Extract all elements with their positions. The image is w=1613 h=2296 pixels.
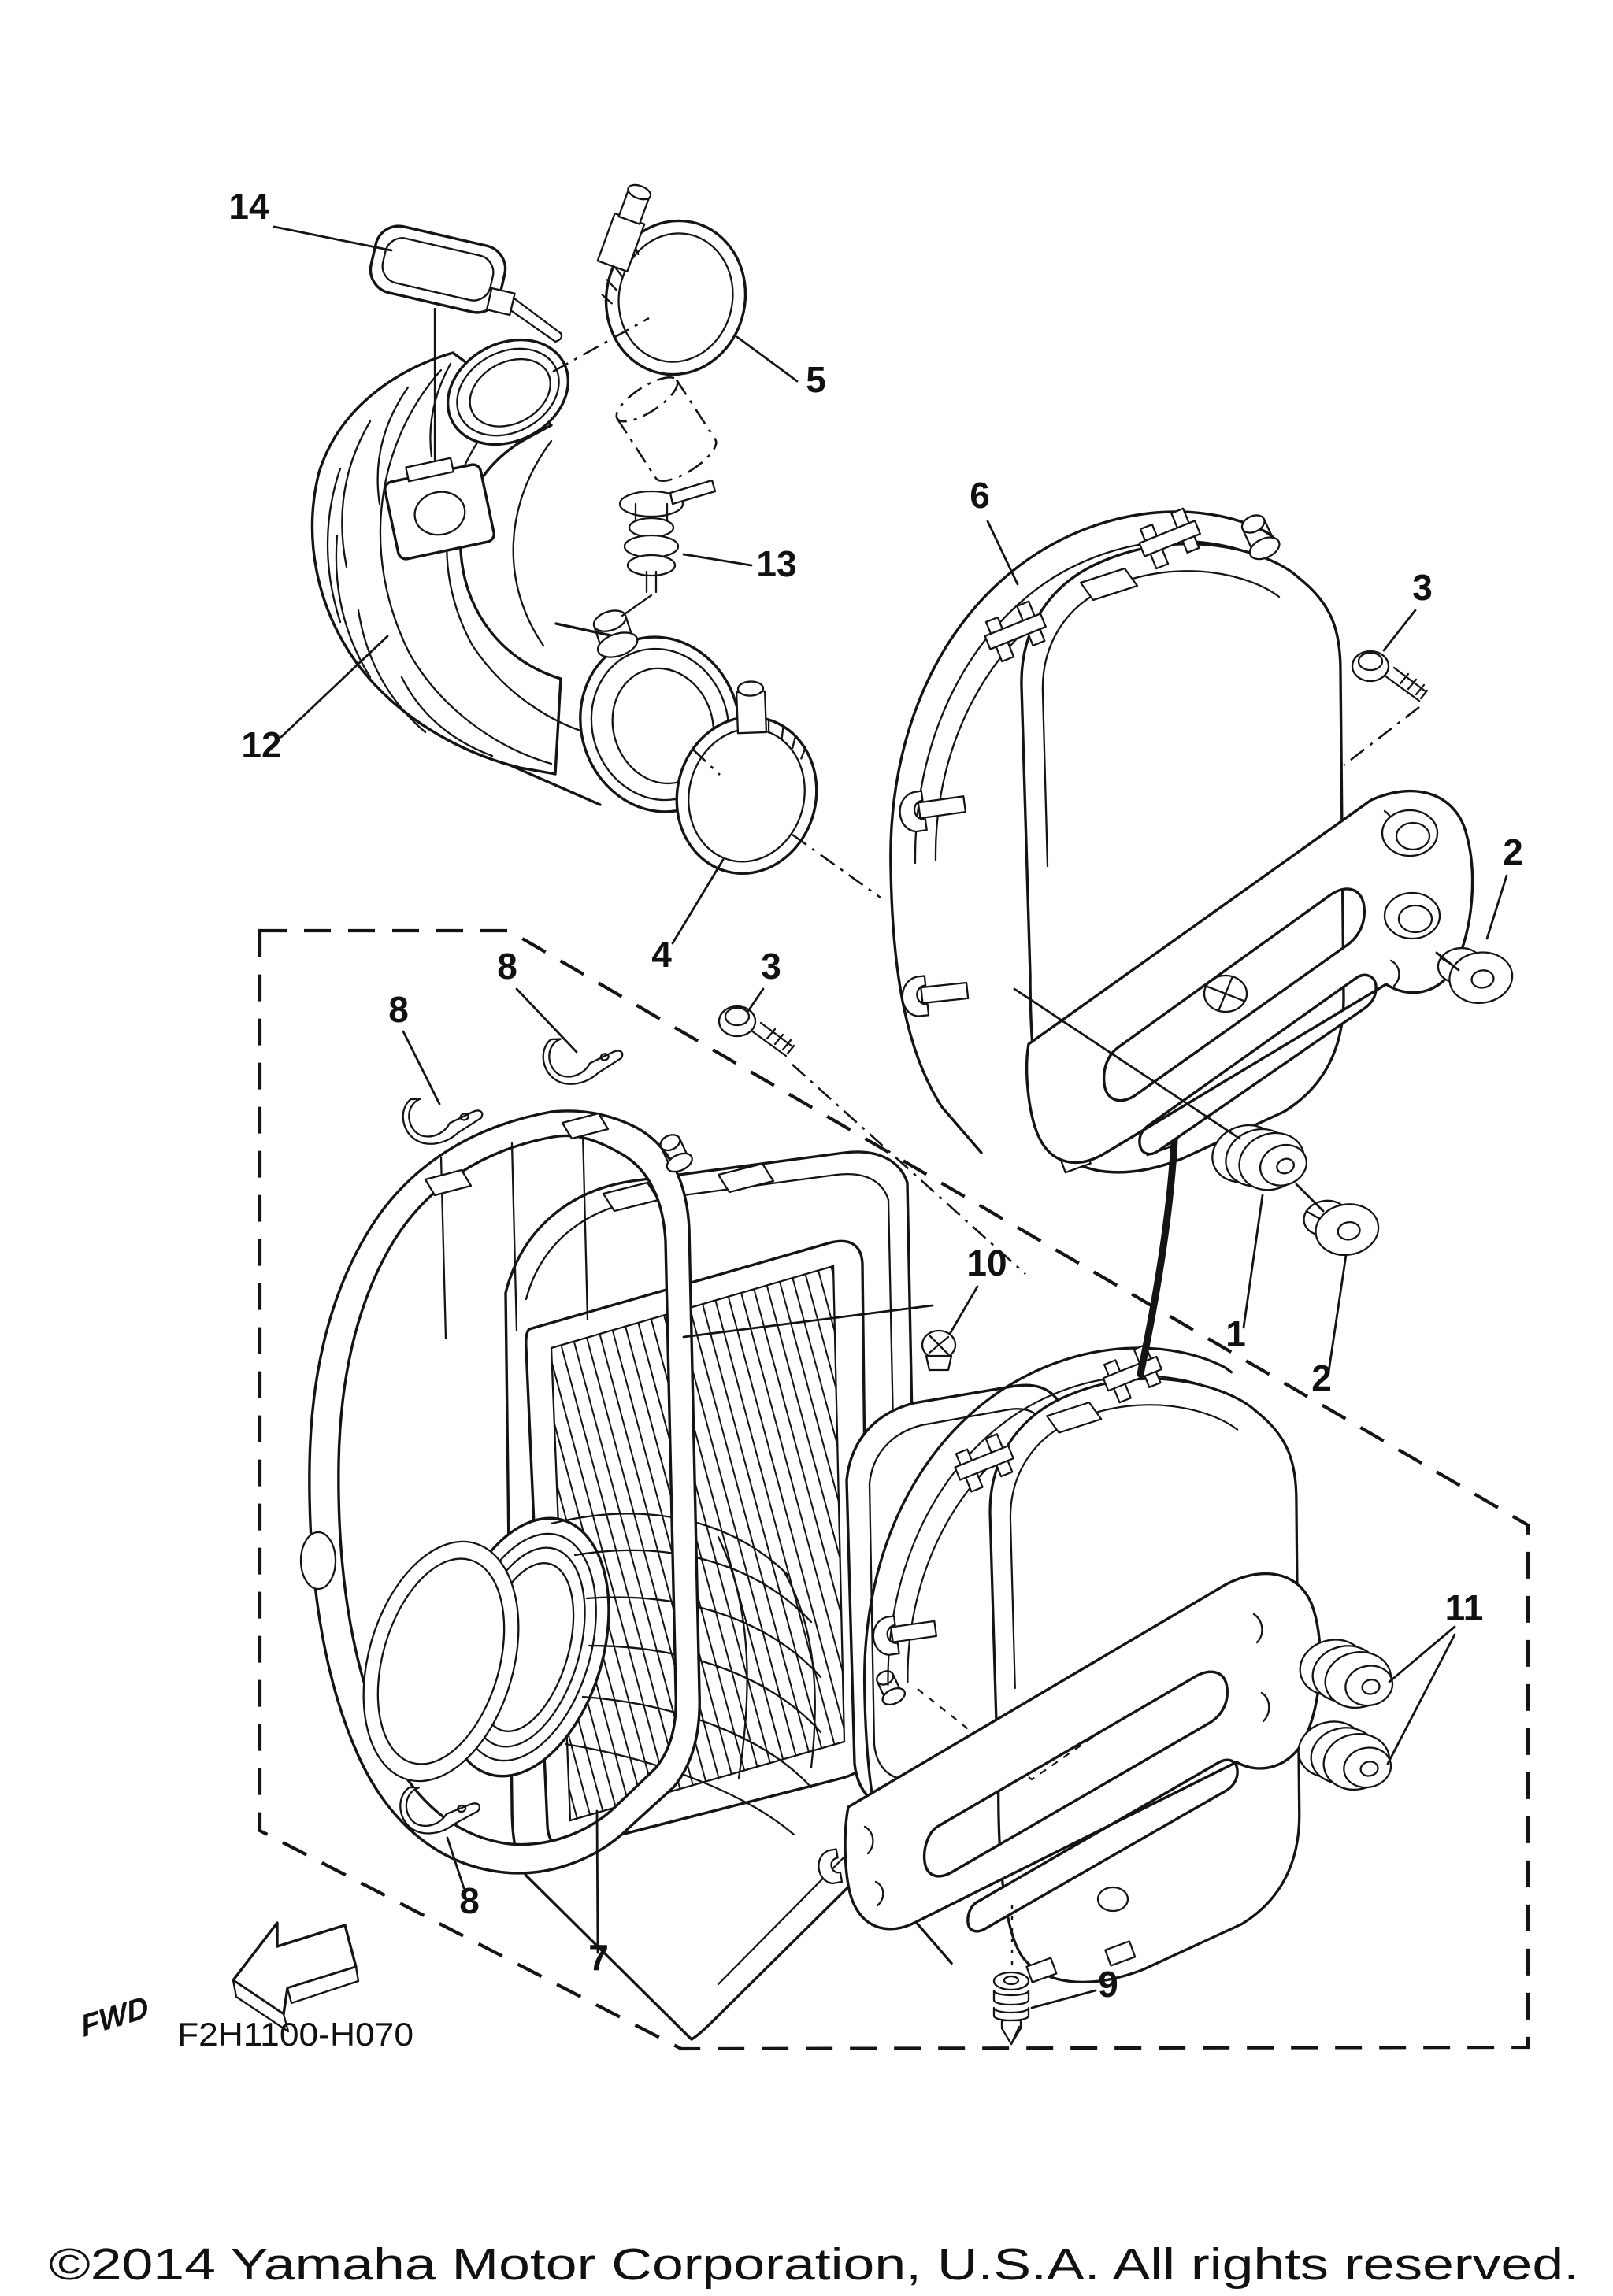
washer-upper-right bbox=[1434, 940, 1517, 1009]
callout-4-hose-clamp-lower: 4 bbox=[651, 934, 672, 975]
callout-9-drain-screw: 9 bbox=[1098, 1964, 1118, 2005]
copyright-text: ©2014 Yamaha Motor Corporation, U.S.A. A… bbox=[49, 2239, 1579, 2290]
callout-8-clip-top-left: 8 bbox=[388, 989, 409, 1030]
air-cleaner-cover bbox=[299, 1109, 701, 1875]
fwd-label: FWD bbox=[78, 1990, 151, 2044]
clip-bottom bbox=[399, 1786, 480, 1835]
callout-2-washer-lower: 2 bbox=[1311, 1357, 1332, 1398]
callout-14-band-tie: 14 bbox=[228, 186, 269, 227]
diagram-code: F2H1100-H070 bbox=[177, 2016, 413, 2053]
callout-5-hose-clamp-upper: 5 bbox=[806, 359, 826, 400]
clip-top-right bbox=[542, 1038, 624, 1085]
dashed-boundary bbox=[258, 928, 1530, 2051]
callout-13-breather-fitting: 13 bbox=[756, 543, 796, 584]
callout-8-clip-bottom: 8 bbox=[459, 1880, 480, 1921]
callout-3-bolt-upper-right: 3 bbox=[1412, 567, 1433, 608]
intake-duct bbox=[310, 338, 741, 813]
air-cleaner-case-upper bbox=[889, 505, 1345, 1378]
leader-lines bbox=[273, 225, 1508, 2009]
callout-1-grommet-upper: 1 bbox=[1226, 1313, 1246, 1354]
callout-11-grommets-lower: 11 bbox=[1445, 1587, 1484, 1628]
callout-7-element: 7 bbox=[588, 1937, 609, 1978]
hose-clamp-lower bbox=[675, 680, 818, 876]
mount-bracket-upper bbox=[1025, 789, 1474, 1165]
bolt-upper-right bbox=[1351, 650, 1429, 702]
callout-2-washer-upper-right: 2 bbox=[1503, 831, 1523, 872]
hose-clamp-upper bbox=[596, 183, 747, 376]
clip-top-left bbox=[402, 1098, 484, 1145]
drain-screw bbox=[992, 1905, 1030, 2046]
breather-fitting bbox=[615, 376, 718, 617]
band-tie bbox=[369, 224, 563, 462]
callout-3-bolt-left: 3 bbox=[761, 946, 781, 987]
callout-labels: 14 5 6 3 2 13 12 4 3 8 8 1 2 10 11 8 7 9 bbox=[228, 186, 1522, 2005]
callout-8-clip-top-right: 8 bbox=[497, 946, 517, 987]
callout-6-case-upper: 6 bbox=[970, 475, 990, 516]
element-screw bbox=[921, 1329, 957, 1372]
callout-10-screw-element: 10 bbox=[966, 1242, 1007, 1283]
callout-12-intake-duct: 12 bbox=[241, 724, 281, 765]
bolt-left bbox=[718, 1005, 795, 1057]
mount-bracket-lower bbox=[818, 1572, 1322, 1933]
washer-lower bbox=[1300, 1191, 1384, 1263]
